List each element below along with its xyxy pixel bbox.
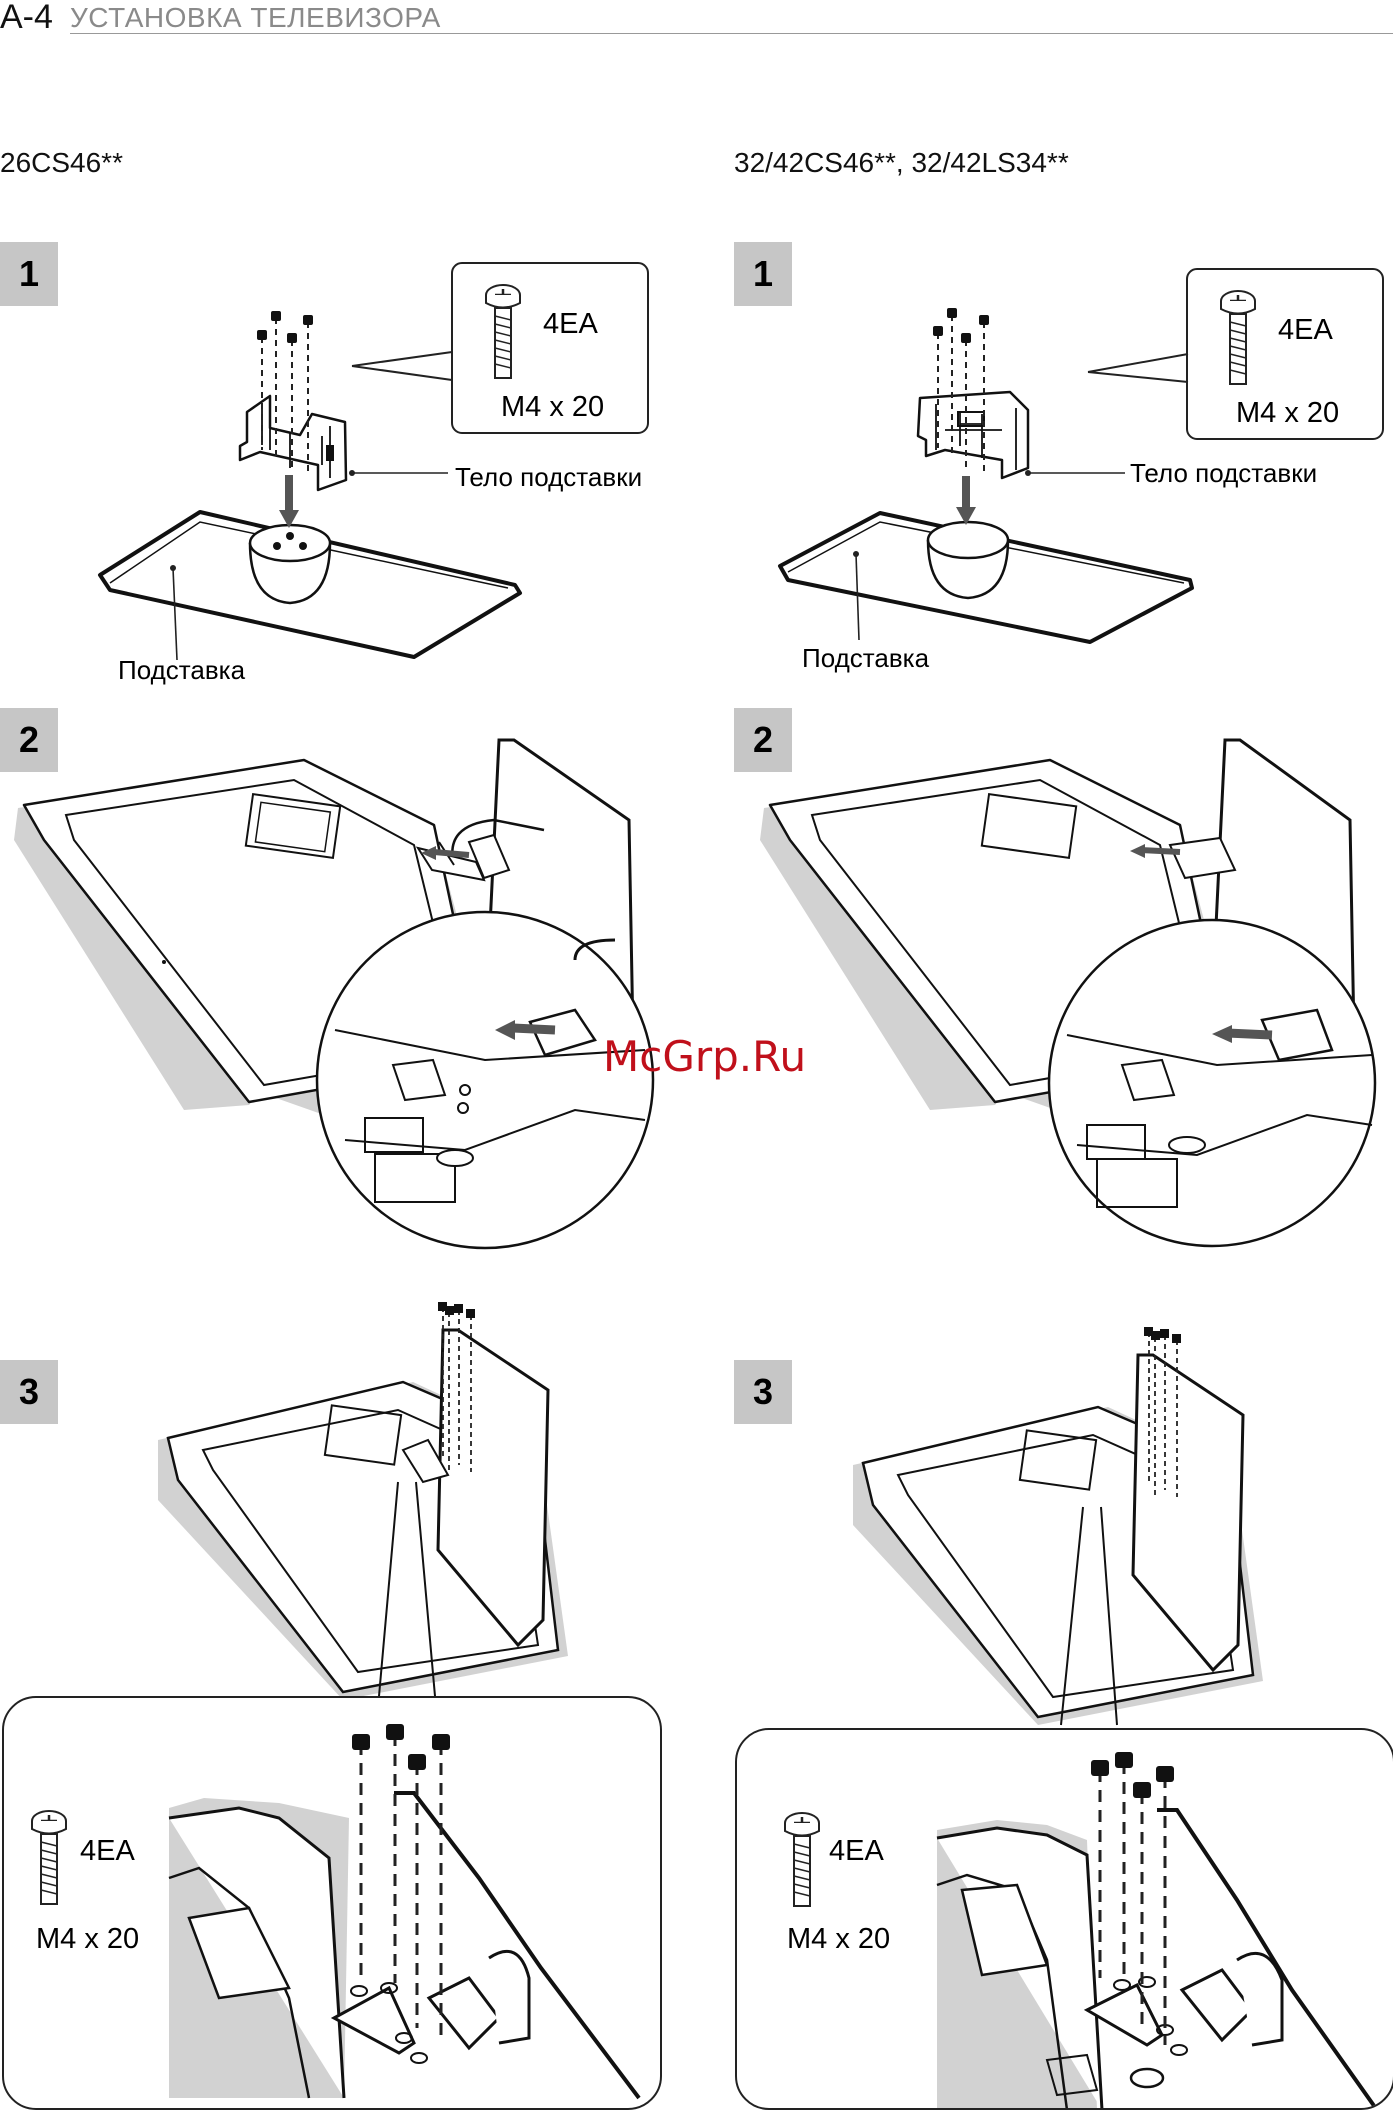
screw-icon [782, 1810, 822, 1920]
stand-base-label-right: Подставка [802, 644, 929, 672]
model-label-left: 26CS46** [0, 148, 123, 178]
zoom-detail-step3-right [937, 1730, 1393, 2110]
screw-size: M4 x 20 [36, 1924, 139, 1954]
zoom-panel-step3-right: 4EA M4 x 20 [735, 1728, 1393, 2110]
step-badge-3-left: 3 [0, 1360, 58, 1424]
zoom-panel-step3-left: 4EA M4 x 20 [2, 1696, 662, 2110]
zoom-circle-step2-right [1047, 915, 1377, 1255]
step-badge-3-right: 3 [734, 1360, 792, 1424]
screw-icon [29, 1808, 69, 1918]
screw-quantity: 4EA [829, 1836, 884, 1866]
step-badge-1-right: 1 [734, 242, 792, 306]
stand-body-label-right: Тело подставки [1130, 459, 1317, 487]
step-badge-1-left: 1 [0, 242, 58, 306]
zoom-detail-step3-left [169, 1698, 662, 2110]
stand-body-label-left: Тело подставки [455, 463, 642, 491]
header-divider [70, 33, 1393, 34]
model-label-right: 32/42CS46**, 32/42LS34** [734, 148, 1069, 178]
page-number: A-4 [0, 0, 53, 34]
section-title: УСТАНОВКА ТЕЛЕВИЗОРА [70, 3, 441, 33]
tv-back-screws-left [158, 1300, 618, 1730]
screw-quantity: 4EA [80, 1836, 135, 1866]
tv-back-screws-right [853, 1325, 1313, 1755]
screw-size: M4 x 20 [787, 1924, 890, 1954]
stand-base-label-left: Подставка [118, 656, 245, 684]
